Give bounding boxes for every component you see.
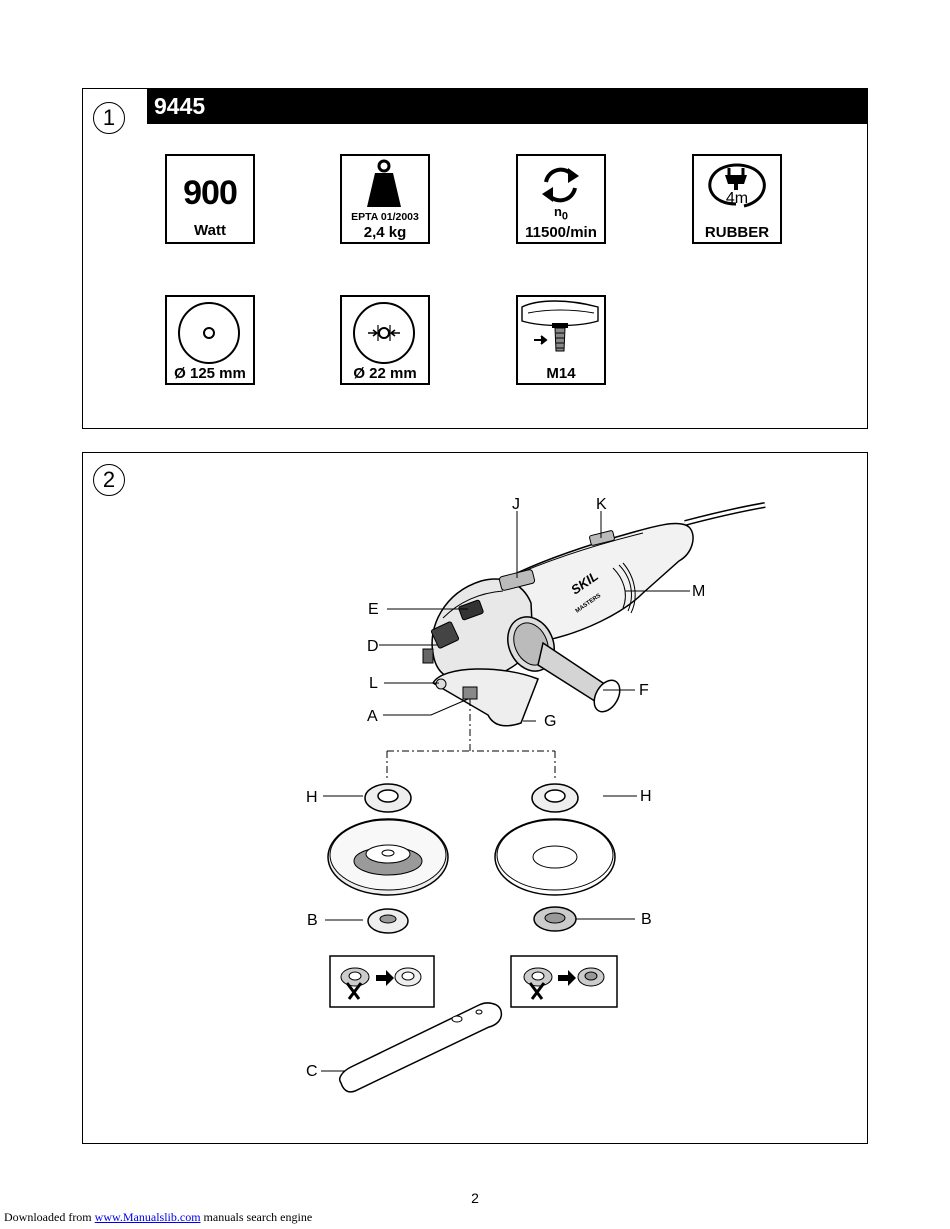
- rotation-icon: [542, 167, 579, 203]
- specifications-panel: 1 9445 900 Watt EPTA 01/2003 2,4 kg n0 1…: [82, 88, 868, 429]
- left-flange-assembly: [327, 783, 449, 934]
- label-h-right: H: [640, 788, 652, 805]
- power-value: 900: [183, 174, 238, 212]
- label-l: L: [369, 675, 378, 692]
- bore-diameter-value: Ø 22 mm: [353, 365, 417, 382]
- left-swap-box: [329, 955, 435, 1008]
- weight-standard: EPTA 01/2003: [351, 211, 419, 223]
- disc-icon: [178, 302, 240, 364]
- speed-value: 11500/min: [525, 224, 597, 241]
- label-f: F: [639, 682, 649, 699]
- label-d: D: [367, 638, 379, 655]
- download-footer: Downloaded from www.Manualslib.com manua…: [4, 1210, 312, 1225]
- figure-number-1: 1: [93, 102, 125, 134]
- spindle-thread-box: M14: [516, 295, 606, 385]
- label-a: A: [367, 708, 378, 725]
- page-number: 2: [471, 1190, 479, 1206]
- label-e: E: [368, 601, 379, 618]
- bore-icon: [353, 302, 415, 364]
- power-unit: Watt: [194, 222, 226, 239]
- label-j: J: [512, 496, 520, 513]
- label-k: K: [596, 496, 607, 513]
- weight-value: 2,4 kg: [363, 224, 407, 241]
- bore-diameter-box: Ø 22 mm: [340, 295, 430, 385]
- manualslib-link[interactable]: www.Manualslib.com: [94, 1210, 201, 1224]
- speed-spec-box: n0 11500/min: [516, 154, 606, 244]
- disc-diameter-value: Ø 125 mm: [174, 365, 246, 382]
- power-spec-box: 900 Watt: [165, 154, 255, 244]
- spindle-icon: [521, 300, 599, 352]
- weight-spec-box: EPTA 01/2003 2,4 kg: [340, 154, 430, 244]
- speed-symbol: n0: [553, 204, 569, 223]
- wrench: [339, 1002, 503, 1093]
- downloaded-from-text: Downloaded from: [4, 1210, 92, 1224]
- label-b-left: B: [307, 912, 318, 929]
- label-c: C: [306, 1063, 318, 1080]
- footer-tagline: manuals search engine: [203, 1210, 313, 1224]
- right-flange-assembly: [494, 783, 616, 932]
- label-b-right: B: [641, 911, 652, 928]
- spindle-thread-value: M14: [546, 365, 576, 382]
- label-h-left: H: [306, 789, 318, 806]
- label-m: M: [692, 583, 705, 600]
- disc-diameter-box: Ø 125 mm: [165, 295, 255, 385]
- grinder-body: SKIL MASTERS: [422, 522, 694, 727]
- model-title: 9445: [147, 89, 867, 124]
- weight-icon: [367, 159, 401, 207]
- right-swap-box: [510, 955, 618, 1008]
- parts-diagram-panel: 2 SKIL MASTERS: [82, 452, 868, 1144]
- figure-number-2: 2: [93, 464, 125, 496]
- cable-icon: [708, 163, 766, 208]
- cable-type: RUBBER: [704, 224, 770, 241]
- angle-grinder-diagram: SKIL MASTERS: [306, 496, 766, 1093]
- cable-length: 4m: [725, 190, 749, 207]
- cable-spec-box: 4m RUBBER: [692, 154, 782, 244]
- label-g: G: [544, 713, 556, 730]
